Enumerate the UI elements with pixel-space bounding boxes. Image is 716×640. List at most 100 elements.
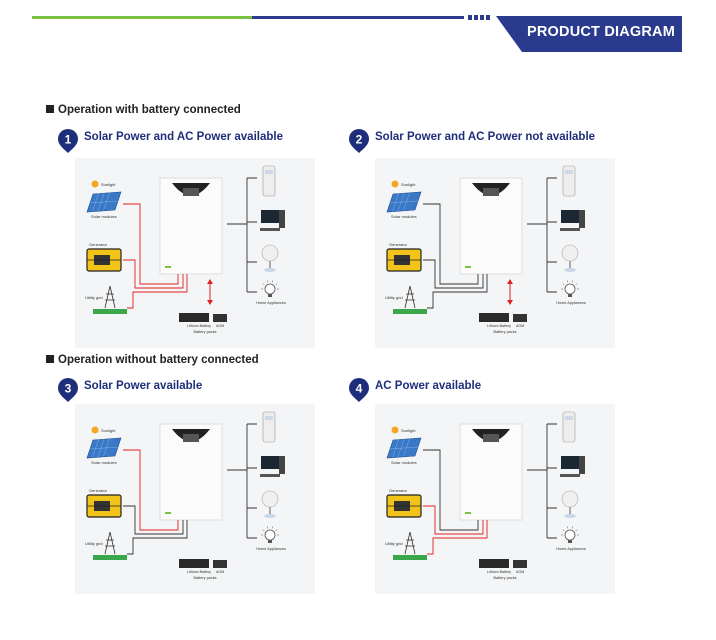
inverter-icon — [159, 423, 223, 521]
sun-icon — [91, 180, 99, 188]
sunlight-label: Sunlight — [101, 182, 116, 187]
utility-grid-label: Utility grid — [85, 541, 103, 546]
generator-wire — [123, 505, 184, 535]
header-dot — [468, 15, 472, 20]
battery-packs-label: Battery packs — [193, 576, 216, 580]
generator-label: Generator — [389, 488, 408, 493]
battery-flow-arrow-icon — [507, 279, 513, 305]
computer-icon — [560, 210, 585, 231]
lithium-battery-label: Lithium Battery — [487, 324, 511, 328]
air-conditioner-icon — [562, 165, 576, 197]
solar-panel-icon — [386, 191, 422, 213]
generator-icon — [86, 248, 122, 272]
generator-label: Generator — [89, 242, 108, 247]
fan-icon — [561, 490, 579, 518]
svg-text:4: 4 — [356, 382, 363, 396]
banner-title: PRODUCT DIAGRAM — [527, 24, 675, 40]
utility-grid-label: Utility grid — [85, 295, 103, 300]
solar-wire — [423, 203, 479, 285]
header-dot — [474, 15, 478, 20]
panel-title-4: AC Power available — [375, 380, 482, 392]
utility-grid-tower-icon — [393, 531, 427, 560]
svg-text:2: 2 — [356, 133, 363, 147]
panel-title-1: Solar Power and AC Power available — [84, 131, 283, 143]
lithium-battery-label: Lithium Battery — [187, 570, 211, 574]
inverter-icon — [459, 423, 523, 521]
air-conditioner-icon — [262, 165, 276, 197]
output-bus-wire — [527, 177, 557, 293]
computer-icon — [260, 456, 285, 477]
light-bulb-icon — [261, 280, 279, 297]
generator-icon — [386, 248, 422, 272]
utility-grid-label: Utility grid — [385, 295, 403, 300]
generator-label: Generator — [89, 488, 108, 493]
home-appliances-label: Home Appliances — [256, 301, 286, 305]
computer-icon — [260, 210, 285, 231]
agm-label: AGM — [216, 324, 224, 328]
generator-wire — [123, 259, 184, 289]
light-bulb-icon — [561, 280, 579, 297]
solar-modules-label: Solar modules — [391, 460, 417, 465]
number-badge-1-icon: 1 — [58, 129, 78, 153]
number-badge-3-icon: 3 — [58, 378, 78, 402]
svg-text:3: 3 — [65, 382, 72, 396]
solar-panel-icon — [386, 437, 422, 459]
section-title-text: Operation without battery connected — [58, 354, 259, 366]
sunlight-label: Sunlight — [401, 428, 416, 433]
sunlight-label: Sunlight — [401, 182, 416, 187]
panel-title-2: Solar Power and AC Power not available — [375, 131, 596, 143]
solar-modules-label: Solar modules — [391, 214, 417, 219]
solar-wire — [123, 449, 179, 531]
inverter-icon — [159, 177, 223, 275]
solar-modules-label: Solar modules — [91, 460, 117, 465]
light-bulb-icon — [561, 526, 579, 543]
battery-packs-icon — [179, 559, 227, 568]
sun-icon — [391, 180, 399, 188]
page-header: PRODUCT DIAGRAM — [0, 0, 716, 90]
utility-grid-tower-icon — [93, 285, 127, 314]
home-appliances-label: Home Appliances — [256, 547, 286, 551]
header-blue-line — [252, 16, 464, 19]
generator-wire — [423, 505, 484, 535]
solar-modules-label: Solar modules — [91, 214, 117, 219]
number-badge-4-icon: 4 — [349, 378, 369, 402]
battery-packs-label: Battery packs — [493, 576, 516, 580]
sun-icon — [91, 426, 99, 434]
home-appliances-label: Home Appliances — [556, 301, 586, 305]
inverter-icon — [459, 177, 523, 275]
generator-icon — [386, 494, 422, 518]
utility-grid-label: Utility grid — [385, 541, 403, 546]
utility-grid-tower-icon — [393, 285, 427, 314]
fan-icon — [261, 244, 279, 272]
lithium-battery-label: Lithium Battery — [487, 570, 511, 574]
svg-text:1: 1 — [65, 133, 72, 147]
agm-label: AGM — [516, 324, 524, 328]
lithium-battery-label: Lithium Battery — [187, 324, 211, 328]
air-conditioner-icon — [562, 411, 576, 443]
grid-wire — [127, 274, 188, 309]
section-title-text: Operation with battery connected — [58, 104, 241, 116]
generator-icon — [86, 494, 122, 518]
solar-wire — [423, 449, 479, 531]
sun-icon — [391, 426, 399, 434]
grid-wire — [427, 520, 488, 555]
battery-packs-icon — [479, 559, 527, 568]
number-badge-2-icon: 2 — [349, 129, 369, 153]
home-appliances-label: Home Appliances — [556, 547, 586, 551]
battery-packs-icon — [179, 313, 227, 322]
fan-icon — [261, 490, 279, 518]
square-bullet-icon — [46, 105, 54, 113]
battery-flow-arrow-icon — [207, 279, 213, 305]
section-title-no-battery: Operation without battery connected — [46, 354, 259, 366]
grid-wire — [127, 520, 188, 555]
fan-icon — [561, 244, 579, 272]
header-banner — [496, 16, 682, 52]
battery-packs-icon — [479, 313, 527, 322]
generator-label: Generator — [389, 242, 408, 247]
battery-packs-label: Battery packs — [193, 330, 216, 334]
header-dot — [486, 15, 490, 20]
